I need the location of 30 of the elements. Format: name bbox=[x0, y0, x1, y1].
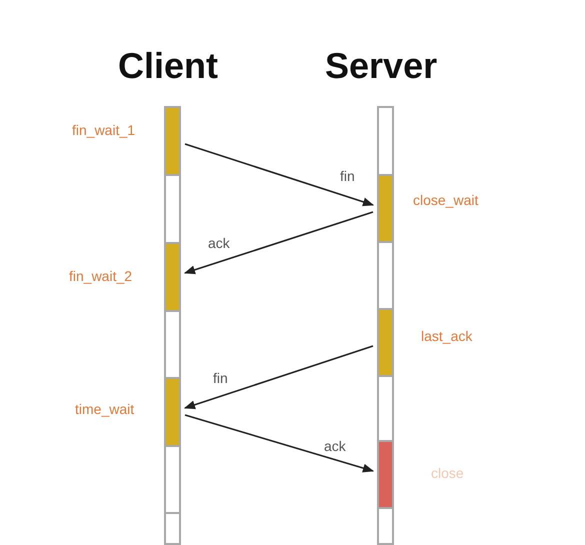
state-label: fin_wait_2 bbox=[69, 268, 132, 284]
edge-label: fin bbox=[212, 370, 229, 386]
timeline-segment bbox=[377, 106, 394, 176]
message-arrow bbox=[184, 414, 374, 472]
timeline-segment bbox=[164, 106, 181, 176]
state-label: close bbox=[431, 465, 464, 481]
edge-label: ack bbox=[207, 235, 231, 251]
edge-label: fin bbox=[339, 168, 356, 184]
timeline-segment bbox=[377, 241, 394, 310]
message-arrow bbox=[184, 211, 374, 274]
state-label: close_wait bbox=[413, 192, 478, 208]
timeline-segment bbox=[377, 507, 394, 545]
state-label: fin_wait_1 bbox=[72, 122, 136, 138]
timeline-segment bbox=[377, 174, 394, 243]
timeline-segment bbox=[377, 375, 394, 442]
timeline-segment bbox=[164, 174, 181, 244]
column-heading: Client bbox=[118, 45, 218, 87]
timeline-segment bbox=[164, 242, 181, 312]
timeline-segment bbox=[377, 308, 394, 377]
timeline-segment bbox=[164, 377, 181, 447]
timeline-segment bbox=[377, 440, 394, 509]
state-label: last_ack bbox=[421, 328, 472, 344]
message-arrow bbox=[184, 345, 374, 410]
timeline-segment bbox=[164, 512, 181, 545]
timeline-segment bbox=[164, 445, 181, 514]
message-arrow bbox=[184, 143, 374, 206]
state-label: time_wait bbox=[75, 401, 134, 417]
timeline-segment bbox=[164, 310, 181, 379]
edge-label: ack bbox=[323, 438, 347, 454]
column-heading: Server bbox=[325, 45, 438, 87]
